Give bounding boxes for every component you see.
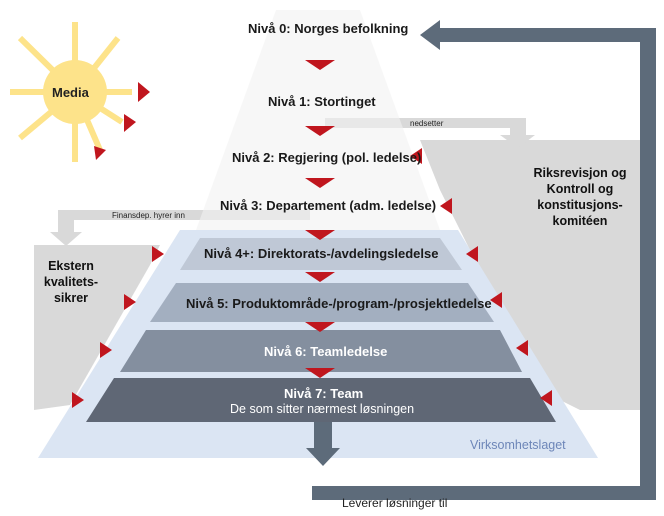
- right-red-arrow-1: [410, 148, 422, 164]
- left-red-arrow-3: [100, 342, 112, 358]
- left-red-arrow-4: [72, 392, 84, 408]
- right-box-line-2: Kontroll og: [546, 182, 614, 196]
- red-arrow-2-3: [305, 178, 335, 188]
- level-6-band: [120, 330, 522, 372]
- level-7-label: Nivå 7: Team: [284, 386, 364, 401]
- right-red-arrow-4: [490, 292, 502, 308]
- red-arrow-5-6: [305, 322, 335, 332]
- level-3-label: Nivå 3: Departement (adm. ledelse): [220, 198, 437, 213]
- right-red-arrow-2: [440, 198, 452, 214]
- level-7-band: [86, 378, 556, 422]
- left-red-arrow-2: [124, 294, 136, 310]
- red-arrow-1-2: [305, 126, 335, 136]
- right-red-arrow-6: [540, 390, 552, 406]
- left-box-line-1: Ekstern: [48, 259, 94, 273]
- upper-pyramid: [196, 10, 440, 230]
- right-box-label: Riksrevisjon og Kontroll og konstitusjon…: [518, 165, 642, 229]
- media-red-arrow-2: [124, 114, 136, 132]
- left-red-arrow-1: [152, 246, 164, 262]
- left-box-line-2: kvalitets-: [43, 275, 99, 289]
- finansdep-label: Finansdep. hyrer inn: [112, 211, 185, 220]
- red-arrow-6-7: [305, 368, 335, 378]
- left-box-line-3: sikrer: [53, 291, 89, 305]
- level-7-sub-label: De som sitter nærmest løsningen: [230, 402, 415, 416]
- media-sun-icon: [10, 22, 150, 162]
- media-red-arrow-1: [138, 82, 150, 102]
- level-2-label: Nivå 2: Regjering (pol. ledelse): [232, 150, 422, 165]
- level-4-band: [180, 238, 462, 270]
- level-1-label: Nivå 1: Stortinget: [268, 94, 376, 109]
- nedsetter-label: nedsetter: [410, 119, 444, 128]
- red-arrow-3-4: [305, 230, 335, 240]
- right-staircase: [420, 140, 640, 410]
- right-red-arrow-3: [466, 246, 478, 262]
- team-down-arrow: [306, 422, 340, 466]
- right-red-arrow-5: [516, 340, 528, 356]
- right-box-line-1: Riksrevisjon og: [533, 166, 627, 180]
- right-box-line-3: konstitusjons-: [537, 198, 623, 212]
- red-arrow-4-5: [305, 272, 335, 282]
- level-0-label: Nivå 0: Norges befolkning: [248, 21, 409, 36]
- media-red-arrow-3: [94, 146, 106, 160]
- virksomhetslaget-label: Virksomhetslaget: [470, 438, 566, 452]
- level-6-label: Nivå 6: Teamledelse: [264, 344, 388, 359]
- left-box-label: Ekstern kvalitets- sikrer: [36, 258, 106, 306]
- left-staircase: [34, 245, 160, 410]
- leverer-label: Leverer løsninger til: [342, 496, 448, 510]
- media-label: Media: [52, 85, 89, 100]
- right-box-line-4: komitéen: [552, 214, 608, 228]
- level-4-label: Nivå 4+: Direktorats-/avdelingsledelse: [204, 246, 439, 261]
- level-5-label: Nivå 5: Produktområde-/program-/prosjekt…: [186, 296, 492, 311]
- level-5-band: [150, 283, 494, 322]
- red-arrow-0-1: [305, 60, 335, 70]
